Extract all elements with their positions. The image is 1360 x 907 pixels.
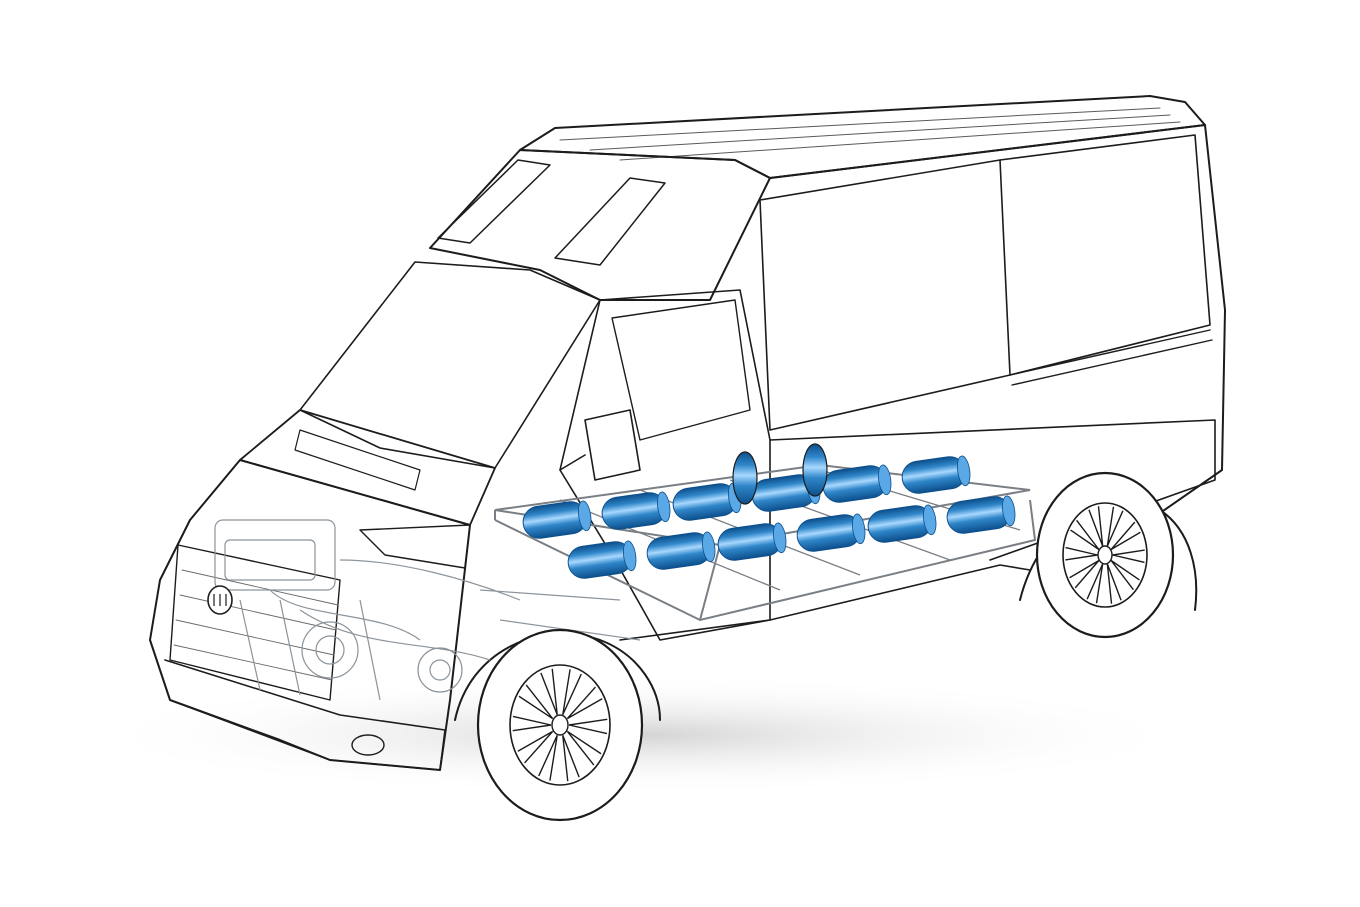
gas-tank-array [522,443,1016,579]
headlight [359,524,471,569]
gas-tank [672,482,742,521]
sliding-door-rail [1009,329,1213,386]
skylight-right [554,177,666,266]
gas-tank [567,540,637,579]
side-upper-edge [769,124,1206,179]
wheel-spoke [566,686,603,720]
cab-window [611,299,751,441]
wheel-spoke [1086,563,1104,604]
wheel-spoke [1106,506,1124,547]
mirror [559,409,641,481]
tank-valve-end [732,451,758,505]
gas-tank [796,513,866,552]
wheel-spoke [538,734,558,781]
gas-tank [867,504,937,543]
rear-panel [999,134,1211,376]
wheel-spoke [1110,521,1141,551]
frame-rail-top [494,463,1031,547]
rear-wheel [1035,471,1175,639]
engine-bay [214,519,641,701]
wheel-spoke [568,718,608,735]
wheel-spoke [1106,563,1122,604]
wheel-spoke [1088,506,1104,547]
gas-tank [522,500,592,539]
gas-tank [646,531,716,570]
wheel-spoke [562,735,580,782]
front-wheel [476,628,644,822]
alternator [301,621,359,679]
side-panel [759,159,1011,431]
fog-light [351,734,385,756]
wheel-spoke [540,668,558,715]
wheel-spoke [1070,519,1100,551]
gas-tank [901,455,971,494]
tank-valve-end [802,443,828,497]
skylight-left [437,159,551,244]
van-body [149,95,1226,771]
wheel-spoke [566,730,602,766]
bumper [149,639,446,771]
wheel-spoke [1065,546,1098,561]
windshield [429,149,771,301]
engine-block [214,519,336,591]
front-wheel-spokes [512,668,608,782]
gas-tank [946,495,1016,534]
wheel-spoke [518,684,554,720]
wheel-spoke [1069,559,1100,589]
gas-tank [717,522,787,561]
rear-edge [1149,124,1226,521]
wheel-spoke [562,669,582,716]
wheel-spoke [1110,559,1140,591]
side-skirt [619,564,1031,641]
hood [239,409,496,526]
rear-wheel-spokes [1065,506,1145,604]
grille-bars [173,569,339,681]
hood-vent [294,429,421,491]
wheel-spoke [1112,549,1145,564]
gas-tank [601,491,671,530]
windshield-glass [299,261,601,469]
fiat-logo-badge [207,585,233,615]
roof-ribs [559,107,1181,161]
wheel-spoke [517,730,554,764]
grille [169,544,341,701]
front-face [149,459,471,771]
gas-tank [822,464,892,503]
cab-door [559,289,771,641]
wheel-spoke [512,715,552,732]
frame-side [494,510,721,621]
pulley [417,647,463,693]
engine-pipes [269,559,641,661]
